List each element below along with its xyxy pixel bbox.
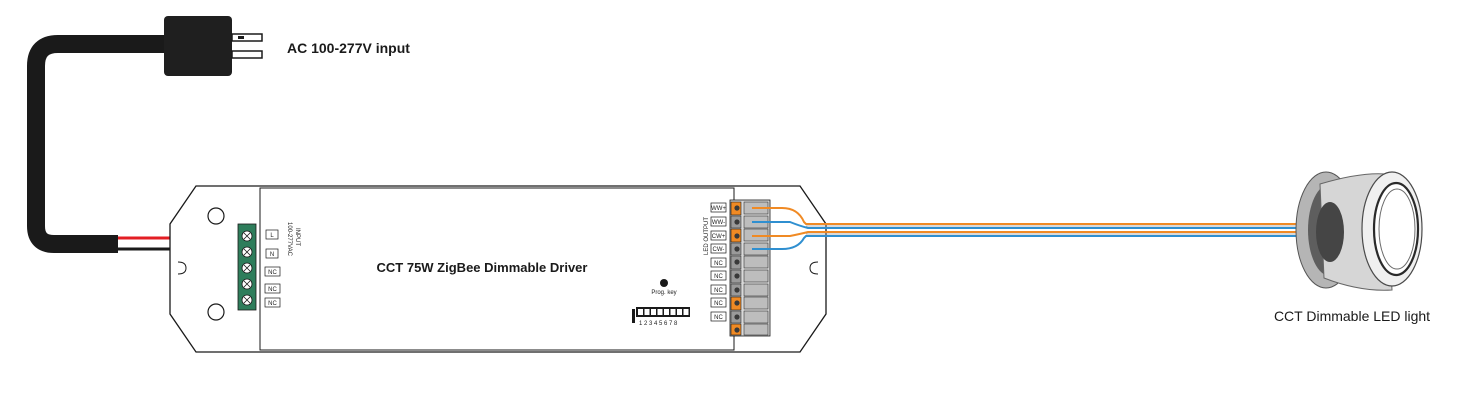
output-label-1: WW+ bbox=[711, 206, 726, 212]
output-wire-cw-plus bbox=[752, 231, 1300, 237]
output-wire-ww-minus bbox=[752, 221, 1300, 229]
output-terminal-labels: WW+ WW- CW+ CW- NC NC NC NC NC bbox=[710, 202, 726, 322]
driver-title: CCT 75W ZigBee Dimmable Driver bbox=[377, 260, 588, 275]
mounting-hole-top bbox=[207, 207, 225, 225]
prog-key-button bbox=[660, 279, 668, 287]
output-label-2: WW- bbox=[712, 220, 725, 226]
input-label-1: L bbox=[270, 233, 274, 239]
mounting-slot-left bbox=[177, 261, 187, 275]
input-terminal-labels: L N NC NC NC bbox=[264, 229, 281, 308]
prog-key-label: Prog. key bbox=[651, 290, 676, 296]
mounting-hole-bottom bbox=[207, 303, 225, 321]
dip-switch bbox=[632, 307, 690, 323]
output-label-4: CW- bbox=[713, 247, 725, 253]
led-light-label: CCT Dimmable LED light bbox=[1274, 308, 1430, 324]
output-label-8: NC bbox=[714, 301, 723, 307]
input-terminal-block bbox=[237, 223, 257, 311]
ac-power-cable bbox=[27, 35, 168, 253]
input-label-4: NC bbox=[268, 287, 277, 293]
output-label-5: NC bbox=[714, 261, 723, 267]
mounting-slot-right bbox=[809, 261, 819, 275]
input-heading: INPUT bbox=[294, 228, 300, 246]
output-label-9: NC bbox=[714, 315, 723, 321]
output-wire-cw-minus bbox=[752, 235, 1300, 250]
output-label-7: NC bbox=[714, 288, 723, 294]
output-terminal-block bbox=[729, 199, 771, 337]
led-light-fixture bbox=[1295, 171, 1423, 291]
led-output-heading: LED OUTPUT bbox=[704, 217, 710, 255]
dip-switch-numbers: 1 2 3 4 5 6 7 8 bbox=[639, 321, 678, 327]
input-label-5: NC bbox=[268, 301, 277, 307]
output-wire-ww-plus bbox=[752, 207, 1300, 225]
driver-label-panel bbox=[259, 187, 735, 351]
ac-plug bbox=[164, 16, 263, 76]
input-voltage: 100-277VAC bbox=[286, 222, 292, 257]
output-label-3: CW+ bbox=[712, 234, 726, 240]
ac-input-label: AC 100-277V input bbox=[287, 40, 410, 56]
output-label-6: NC bbox=[714, 274, 723, 280]
input-label-2: N bbox=[270, 252, 274, 258]
input-label-3: NC bbox=[268, 270, 277, 276]
